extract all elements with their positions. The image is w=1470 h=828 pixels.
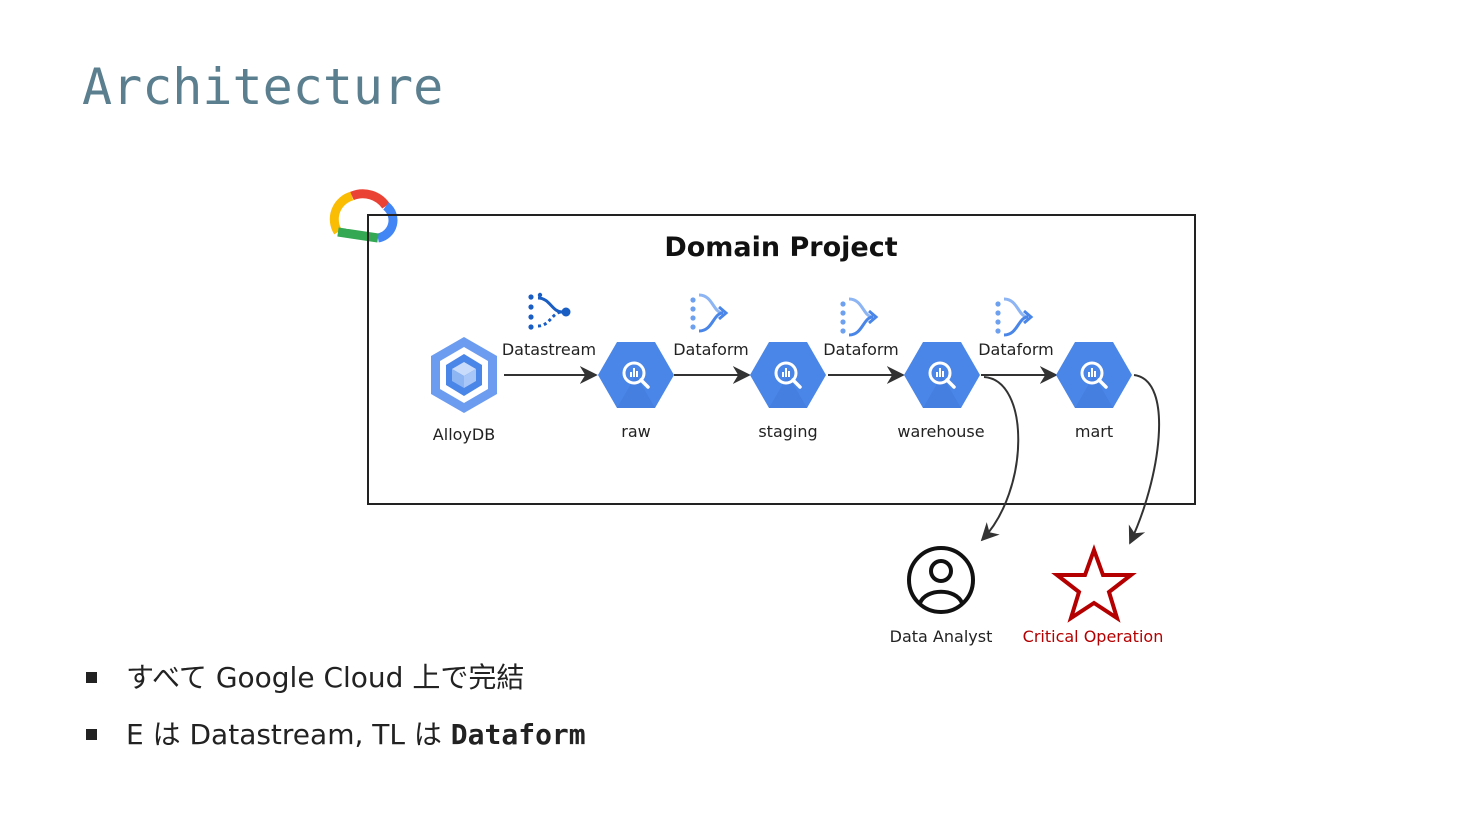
- dataform-icon-2: [838, 297, 878, 337]
- domain-project-label: Domain Project: [664, 232, 897, 263]
- domain-project-frame: [367, 214, 1196, 505]
- edge-label-dataform-1: Dataform: [673, 340, 749, 359]
- consumer-label-critical: Critical Operation: [1023, 627, 1164, 646]
- star-icon: [1051, 544, 1137, 623]
- user-icon: [907, 546, 975, 614]
- bigquery-mart-icon: [1054, 340, 1134, 410]
- bullet-strong-text: Dataform: [450, 718, 586, 751]
- node-label-staging: staging: [758, 422, 817, 441]
- arrow-mart-critical: [1128, 374, 1160, 545]
- edge-label-dataform-2: Dataform: [823, 340, 899, 359]
- edge-label-datastream: Datastream: [502, 340, 596, 359]
- node-label-alloydb: AlloyDB: [433, 425, 495, 444]
- bigquery-staging-icon: [748, 340, 828, 410]
- datastream-icon: [528, 292, 571, 330]
- dataform-icon-3: [993, 297, 1033, 337]
- bigquery-raw-icon: [596, 340, 676, 410]
- slide-title: Architecture: [82, 58, 444, 116]
- consumer-label-analyst: Data Analyst: [890, 627, 993, 646]
- bullet-item: E は Datastream, TL は Dataform: [84, 713, 586, 757]
- edge-label-dataform-3: Dataform: [978, 340, 1054, 359]
- bigquery-warehouse-icon: [902, 340, 982, 410]
- dataform-icon-1: [688, 293, 728, 333]
- bullet-square-icon: [86, 729, 97, 740]
- node-label-warehouse: warehouse: [897, 422, 984, 441]
- node-label-raw: raw: [621, 422, 650, 441]
- bullet-text: E は Datastream, TL は: [126, 718, 451, 751]
- alloydb-icon: [431, 337, 497, 413]
- bullet-text: すべて Google Cloud 上で完結: [126, 661, 525, 694]
- google-cloud-logo-icon: [329, 189, 398, 243]
- bullet-item: すべて Google Cloud 上で完結: [84, 656, 586, 700]
- bullet-square-icon: [86, 672, 97, 683]
- node-label-mart: mart: [1075, 422, 1113, 441]
- bullet-list: すべて Google Cloud 上で完結 E は Datastream, TL…: [84, 656, 586, 770]
- arrow-warehouse-analyst: [980, 376, 1020, 542]
